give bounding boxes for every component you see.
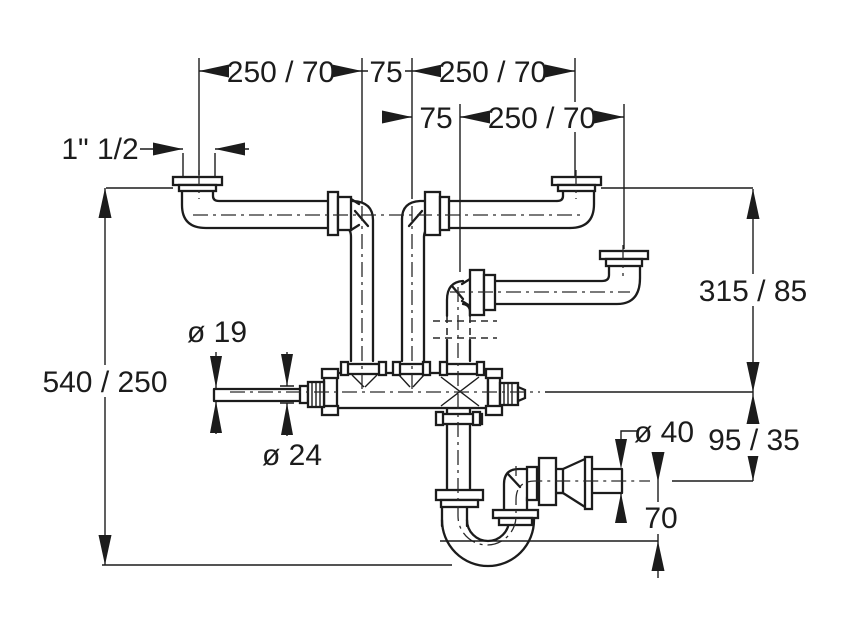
branch2-right-outer (568, 189, 596, 230)
outlet-union (525, 455, 594, 511)
dim-label-overflow-tube-dia: ø 19 (187, 316, 247, 349)
dim-label-outlet-dia: ø 40 (634, 416, 694, 449)
union1-taper (349, 197, 361, 232)
branch2-pipe-top-edge (400, 199, 559, 221)
outlet-elbow-seam (506, 472, 522, 489)
union-nut-branch1 (326, 190, 353, 237)
dim-label-row2-span: 250 / 70 (488, 102, 596, 135)
overflow-nipple-right (498, 381, 527, 407)
branch2-right-inner (555, 189, 565, 203)
dim-label-overflow-sleeve-dia: ø 24 (262, 439, 322, 472)
pipe3-hidden-edges (446, 316, 471, 340)
cone-seal (561, 457, 587, 509)
elbow3-hidden-outline (433, 320, 497, 339)
manifold (320, 360, 504, 427)
row1-extension-lines (198, 58, 576, 203)
trap-outlet-centerline (457, 394, 650, 546)
dim-label-top-left-span: 250 / 70 (227, 56, 335, 89)
trap-inlet-cup (440, 505, 469, 528)
dia-arrow-stems (215, 352, 288, 436)
outlet-stub (554, 467, 565, 495)
pipe2-edges (400, 217, 426, 363)
pipe3-left-edge (445, 279, 465, 363)
outlet-elbow-outer (502, 467, 529, 512)
pipe1-left-edge (344, 226, 353, 363)
strainer-flange-mid (598, 249, 650, 268)
union3-taper (460, 277, 472, 308)
dim-label-overall-height: 540 / 250 (42, 366, 167, 399)
dim-label-right-upper-height: 315 / 85 (699, 275, 807, 308)
dim-label-inlet-thread: 1" 1/2 (61, 133, 138, 166)
centerlines (193, 170, 650, 546)
branch1-pipe-bottom-edge (180, 189, 348, 230)
branch3-pipe-bottom-edge (494, 264, 642, 306)
fittings (171, 175, 650, 527)
pipe1-right-edge (351, 199, 375, 363)
union-nut-branch2 (423, 190, 451, 237)
funnel-branch2 (398, 374, 425, 388)
dim-label-outlet-drop: 70 (644, 502, 677, 535)
dimension-labels: 250 / 70 75 250 / 70 75 250 / 70 1" 1/2 … (42, 56, 807, 535)
elbow2-seam (407, 209, 424, 228)
dim-label-right-lower-height: 95 / 35 (708, 424, 800, 457)
strainer-flange-left (171, 175, 224, 193)
tailpiece-edges (445, 423, 472, 492)
label-backgrounds (46, 56, 806, 534)
dimension-arrowheads (98, 64, 760, 571)
overflow-tube (212, 387, 302, 403)
branch1-pipe-top-edge (211, 189, 355, 203)
branch3-pipe-top-edge (494, 264, 611, 283)
dim-label-top-gap: 75 (369, 56, 402, 89)
dim-label-top-right-span: 250 / 70 (439, 56, 547, 89)
hidden-lines (433, 316, 497, 340)
overflow-nipple-left (298, 380, 326, 409)
dim-label-row2-gap: 75 (419, 102, 452, 135)
tailpiece-union (434, 488, 485, 509)
row2-extension-lines (459, 104, 625, 272)
thread-extension-lines (182, 153, 216, 176)
